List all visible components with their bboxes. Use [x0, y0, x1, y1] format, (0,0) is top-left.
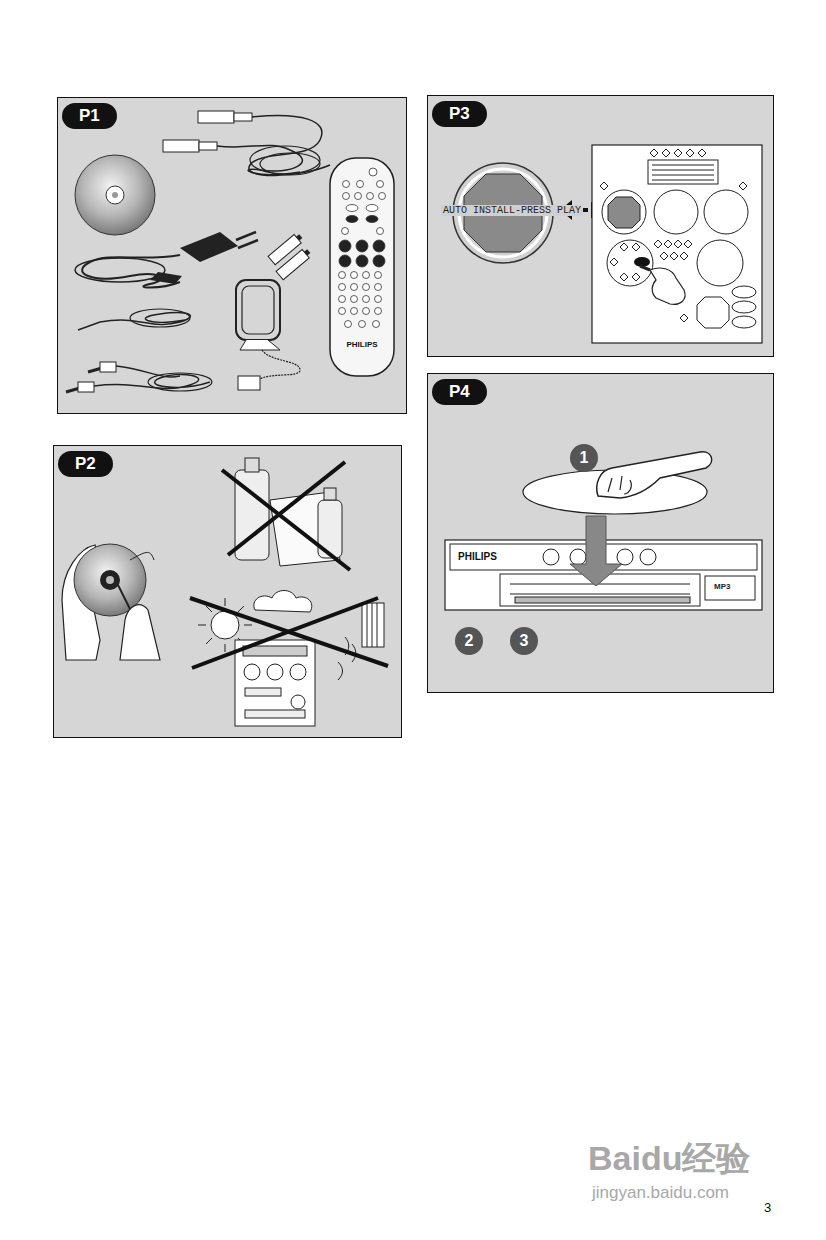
- step-panel: P3: [427, 95, 774, 357]
- step-panel: P1: [57, 97, 407, 414]
- format-logo: MP3: [714, 583, 730, 592]
- panel-badge: P4: [432, 379, 487, 405]
- callout-number: 3: [520, 632, 529, 650]
- step-panel: P2: [53, 445, 402, 738]
- panel-badge: P2: [58, 451, 113, 477]
- brand-label: PHILIPS: [458, 551, 497, 562]
- callout-circle: 2: [455, 627, 483, 655]
- watermark: Baidu经验: [588, 1140, 750, 1177]
- display-text: AUTO INSTALL-PRESS PLAY: [441, 205, 583, 216]
- callout-circle: 1: [570, 444, 598, 472]
- callout-number: 2: [465, 632, 474, 650]
- watermark-url: jingyan.baidu.com: [592, 1184, 729, 1203]
- callout-circle: 3: [510, 627, 538, 655]
- step-panel: P4 1 2 3: [427, 373, 774, 693]
- panel-badge: P3: [432, 101, 487, 127]
- brand-label: PHILIPS: [346, 341, 377, 350]
- callout-number: 1: [580, 449, 589, 467]
- page-number: 3: [764, 1201, 771, 1215]
- panel-badge: P1: [62, 103, 117, 129]
